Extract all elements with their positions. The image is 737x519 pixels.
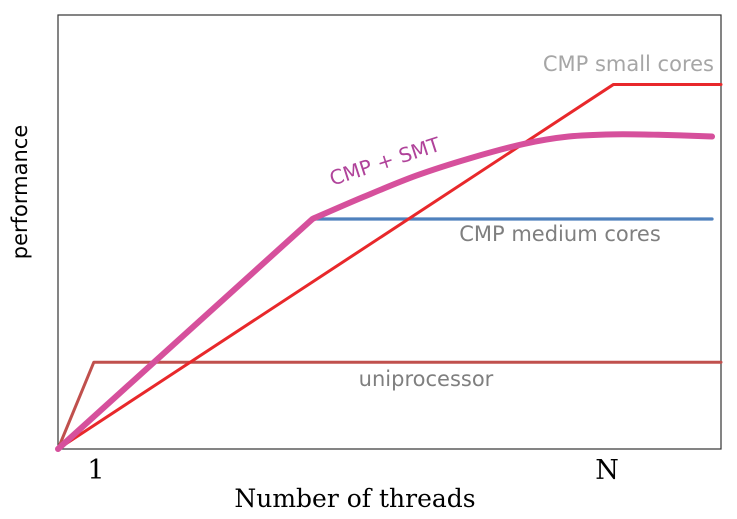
annotation-cmp-smt: CMP + SMT [326, 132, 443, 191]
series-line-cmp-small-cores [56, 82, 723, 451]
series-line-cmp-smt [55, 131, 716, 452]
series-lines [55, 82, 723, 452]
x-axis-label: Number of threads [234, 484, 475, 513]
series-line-cmp-medium-cores [56, 217, 714, 451]
annotation-cmp-small-cores: CMP small cores [543, 52, 714, 76]
x-tick-label-1: 1 [87, 455, 104, 486]
series-line-uniprocessor [56, 360, 723, 451]
x-tick-label-n: N [595, 455, 619, 486]
annotation-cmp-medium-cores: CMP medium cores [459, 222, 661, 246]
annotation-uniprocessor: uniprocessor [359, 367, 494, 391]
plot-frame [57, 14, 722, 450]
y-axis-label: performance [8, 125, 32, 260]
